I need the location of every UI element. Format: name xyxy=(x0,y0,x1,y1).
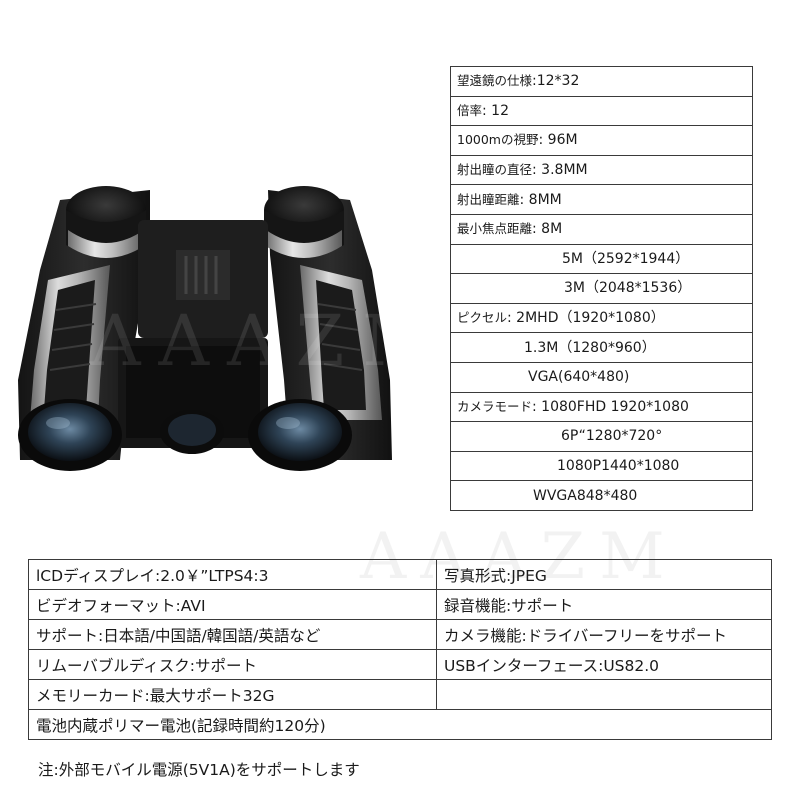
feature-cell xyxy=(436,679,772,710)
table-row: ビデオフォーマット:AVI 録音機能:サポート xyxy=(28,589,772,620)
spec-cell: 3M（2048*1536） xyxy=(450,273,753,304)
table-row: 倍率: 12 xyxy=(450,95,753,127)
feature-cell: メモリーカード:最大サポート32G xyxy=(28,679,437,710)
spec-cell: 倍率: 12 xyxy=(450,95,753,127)
binocular-camera-photo xyxy=(18,186,392,471)
table-row: 1000mの視野: 96M xyxy=(450,125,753,156)
table-row: lCDディスプレイ:2.0￥”LTPS4:3 写真形式:JPEG xyxy=(28,559,772,590)
table-row: VGA(640*480) xyxy=(450,361,753,393)
spec-cell: 1000mの視野: 96M xyxy=(450,125,753,156)
spec-cell: 望遠鏡の仕様:12*32 xyxy=(450,66,753,97)
table-row: WVGA848*480 xyxy=(450,480,753,511)
table-row: 3M（2048*1536） xyxy=(450,273,753,304)
feature-cell: 録音機能:サポート xyxy=(436,589,772,620)
table-row: 望遠鏡の仕様:12*32 xyxy=(450,66,753,97)
feature-cell: カメラ機能:ドライバーフリーをサポート xyxy=(436,619,772,650)
table-row: 6P“1280*720° xyxy=(450,421,753,452)
spec-cell: カメラモード: 1080FHD 1920*1080 xyxy=(450,391,753,423)
feature-cell: ビデオフォーマット:AVI xyxy=(28,589,437,620)
spec-table: 望遠鏡の仕様:12*32 倍率: 12 1000mの視野: 96M 射出瞳の直径… xyxy=(450,66,753,511)
table-row: 射出瞳距離: 8MM xyxy=(450,184,753,215)
feature-cell: USBインターフェース:US82.0 xyxy=(436,649,772,680)
spec-cell: WVGA848*480 xyxy=(450,480,753,511)
table-row: 射出瞳の直径: 3.8MM xyxy=(450,154,753,186)
table-row: 最小焦点距離: 8M xyxy=(450,213,753,245)
feature-cell: lCDディスプレイ:2.0￥”LTPS4:3 xyxy=(28,559,437,590)
table-row: リムーバブルディスク:サポート USBインターフェース:US82.0 xyxy=(28,649,772,680)
spec-cell: 射出瞳の直径: 3.8MM xyxy=(450,154,753,186)
spec-cell: 1.3M（1280*960） xyxy=(450,332,753,363)
spec-cell: 最小焦点距離: 8M xyxy=(450,213,753,245)
table-row: ピクセル: 2MHD（1920*1080） xyxy=(450,302,753,334)
table-row: 電池内蔵ポリマー電池(記録時間約120分) xyxy=(28,709,772,740)
feature-cell: 電池内蔵ポリマー電池(記録時間約120分) xyxy=(28,709,772,740)
table-row: 5M（2592*1944） xyxy=(450,243,753,275)
spec-cell: 5M（2592*1944） xyxy=(450,243,753,275)
spec-cell: VGA(640*480) xyxy=(450,361,753,393)
spec-cell: 1080P1440*1080 xyxy=(450,450,753,482)
feature-cell: 写真形式:JPEG xyxy=(436,559,772,590)
spec-cell: 射出瞳距離: 8MM xyxy=(450,184,753,215)
spec-cell: ピクセル: 2MHD（1920*1080） xyxy=(450,302,753,334)
spec-cell: 6P“1280*720° xyxy=(450,421,753,452)
table-row: 1080P1440*1080 xyxy=(450,450,753,482)
feature-cell: サポート:日本語/中国語/韓国語/英語など xyxy=(28,619,437,650)
table-row: カメラモード: 1080FHD 1920*1080 xyxy=(450,391,753,423)
table-row: サポート:日本語/中国語/韓国語/英語など カメラ機能:ドライバーフリーをサポー… xyxy=(28,619,772,650)
feature-table: lCDディスプレイ:2.0￥”LTPS4:3 写真形式:JPEG ビデオフォーマ… xyxy=(28,559,772,740)
footnote: 注:外部モバイル電源(5V1A)をサポートします xyxy=(38,761,360,779)
table-row: メモリーカード:最大サポート32G xyxy=(28,679,772,710)
table-row: 1.3M（1280*960） xyxy=(450,332,753,363)
feature-cell: リムーバブルディスク:サポート xyxy=(28,649,437,680)
